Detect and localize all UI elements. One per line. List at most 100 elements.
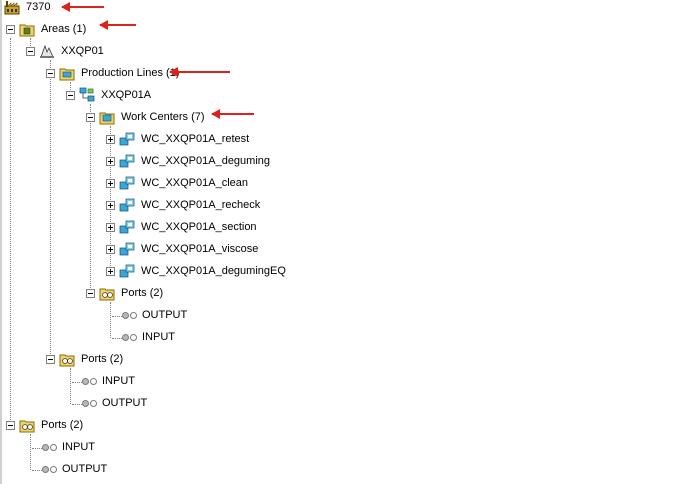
port-icon	[82, 399, 97, 407]
node-label: Ports (2)	[41, 419, 84, 431]
tree-node-work-center[interactable]: WC_XXQP01A_degumingEQ	[106, 262, 287, 280]
node-label: OUTPUT	[102, 397, 148, 409]
work-center-icon	[119, 176, 135, 190]
tree-node-port[interactable]: INPUT	[82, 372, 136, 390]
tree-node-root[interactable]: 7370	[4, 0, 51, 16]
tree-node-work-center[interactable]: WC_XXQP01A_section	[106, 218, 258, 236]
factory-icon	[4, 1, 20, 15]
production-line-icon	[79, 87, 95, 102]
tree-line	[70, 82, 71, 96]
node-label: Production Lines (1)	[81, 67, 180, 79]
node-label: Work Centers (7)	[121, 111, 205, 123]
annotation-arrow	[169, 67, 230, 77]
tree-line	[72, 404, 82, 405]
tree-node-port[interactable]: OUTPUT	[42, 460, 108, 478]
tree-line	[32, 470, 42, 471]
expand-icon[interactable]	[106, 156, 115, 166]
tree-line	[90, 104, 91, 294]
node-label: WC_XXQP01A_section	[141, 221, 257, 233]
port-icon	[82, 377, 97, 385]
node-label: WC_XXQP01A_degumingEQ	[141, 265, 286, 277]
expand-icon[interactable]	[106, 244, 115, 254]
node-label: OUTPUT	[142, 309, 188, 321]
tree-node-work-centers[interactable]: Work Centers (7)	[86, 108, 206, 126]
node-label: WC_XXQP01A_retest	[141, 133, 250, 145]
port-icon	[42, 465, 57, 473]
annotation-arrow	[61, 2, 104, 12]
work-center-icon	[119, 132, 135, 146]
collapse-icon[interactable]	[6, 420, 15, 430]
expand-icon[interactable]	[106, 178, 115, 188]
ports-folder-icon	[19, 420, 35, 433]
tree-node-port[interactable]: OUTPUT	[122, 306, 188, 324]
work-center-icon	[119, 242, 135, 256]
collapse-icon[interactable]	[6, 24, 15, 34]
tree-node-work-center[interactable]: WC_XXQP01A_deguming	[106, 152, 271, 170]
tree-node-ports[interactable]: Ports (2)	[46, 350, 124, 368]
node-label: INPUT	[142, 331, 175, 343]
node-label: INPUT	[62, 441, 95, 453]
annotation-arrow	[99, 20, 136, 30]
collapse-icon[interactable]	[26, 46, 35, 56]
tree-node-areas[interactable]: Areas (1)	[6, 20, 87, 38]
port-icon	[122, 333, 137, 341]
node-label: WC_XXQP01A_deguming	[141, 155, 271, 167]
tree-node-production-lines[interactable]: Production Lines (1)	[46, 64, 180, 82]
tree-line	[112, 316, 122, 317]
node-label: XXQP01	[61, 45, 104, 57]
areas-folder-icon	[19, 24, 35, 37]
tree-node-xxqp01[interactable]: XXQP01	[26, 42, 105, 60]
tree-node-work-center[interactable]: WC_XXQP01A_clean	[106, 174, 249, 192]
node-label: XXQP01A	[101, 89, 152, 101]
tree-line	[10, 38, 11, 428]
expand-icon[interactable]	[106, 266, 115, 276]
tree-node-port[interactable]: INPUT	[42, 438, 96, 456]
collapse-icon[interactable]	[86, 288, 95, 298]
tree-node-xxqp01a[interactable]: XXQP01A	[66, 86, 152, 104]
port-icon	[42, 443, 57, 451]
expand-icon[interactable]	[106, 200, 115, 210]
collapse-icon[interactable]	[46, 68, 55, 78]
expand-icon[interactable]	[106, 222, 115, 232]
node-label: WC_XXQP01A_clean	[141, 177, 248, 189]
tree-node-work-center[interactable]: WC_XXQP01A_retest	[106, 130, 250, 148]
ports-folder-icon	[99, 288, 115, 301]
port-icon	[122, 311, 137, 319]
tree-line	[30, 38, 31, 52]
tree-node-port[interactable]: INPUT	[122, 328, 176, 346]
node-label: Areas (1)	[41, 23, 87, 35]
work-center-icon	[119, 198, 135, 212]
left-border	[0, 0, 2, 484]
collapse-icon[interactable]	[46, 354, 55, 364]
node-label: Ports (2)	[121, 287, 164, 299]
node-label: Ports (2)	[81, 353, 124, 365]
work-center-icon	[119, 154, 135, 168]
node-label: WC_XXQP01A_recheck	[141, 199, 261, 211]
tree-line	[72, 382, 82, 383]
tree-node-work-center[interactable]: WC_XXQP01A_viscose	[106, 240, 259, 258]
work-center-icon	[119, 264, 135, 278]
tree-line	[110, 126, 111, 272]
node-label: OUTPUT	[62, 463, 108, 475]
collapse-icon[interactable]	[86, 112, 95, 122]
collapse-icon[interactable]	[66, 90, 75, 100]
tree-node-port[interactable]: OUTPUT	[82, 394, 148, 412]
tree-node-ports[interactable]: Ports (2)	[6, 416, 84, 434]
tree-line	[110, 302, 111, 338]
production-lines-folder-icon	[59, 68, 75, 81]
tree-line	[30, 434, 31, 470]
tree-node-ports[interactable]: Ports (2)	[86, 284, 164, 302]
node-label: WC_XXQP01A_viscose	[141, 243, 259, 255]
tree-line	[50, 60, 51, 360]
tree-node-work-center[interactable]: WC_XXQP01A_recheck	[106, 196, 261, 214]
node-label: 7370	[26, 1, 51, 13]
area-icon	[40, 44, 54, 58]
work-center-icon	[119, 220, 135, 234]
tree-line	[32, 448, 42, 449]
work-centers-folder-icon	[99, 112, 115, 125]
annotation-arrow	[211, 109, 254, 119]
ports-folder-icon	[59, 354, 75, 367]
tree-line	[112, 338, 122, 339]
expand-icon[interactable]	[106, 134, 115, 144]
